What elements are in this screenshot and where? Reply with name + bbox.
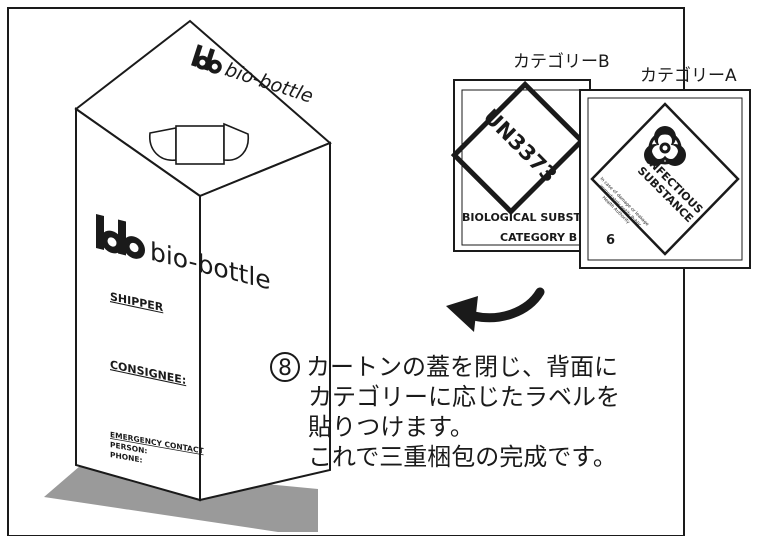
class-number-text: 6: [606, 233, 615, 248]
instruction-line-4: これで三重梱包の完成です。: [308, 443, 617, 471]
bb-logo-icon: [96, 214, 145, 259]
category-b-caption: カテゴリーB: [513, 51, 610, 72]
category-b-line2: CATEGORY B: [500, 231, 577, 244]
category-b-label: UN3373 BIOLOGICAL SUBSTA CATEGORY B: [450, 79, 591, 252]
box-right-face: [199, 141, 331, 502]
bb-logo-icon: [191, 44, 222, 74]
apply-arrow-icon: [446, 287, 545, 332]
diagram-frame: [7, 7, 685, 536]
box-tuck-tab: [149, 122, 249, 165]
instruction-line-1: カートンの蓋を閉じ、背面に: [306, 353, 618, 381]
step-number: 8: [270, 352, 300, 382]
instruction-line-3: 貼りつけます。: [308, 413, 474, 441]
biohazard-icon: [644, 126, 686, 166]
instruction-line-2: カテゴリーに応じたラベルを: [308, 383, 620, 411]
category-b-line1: BIOLOGICAL SUBSTA: [462, 211, 589, 224]
category-a-label: INFECTIOUS SUBSTANCE In case of damage o…: [579, 89, 751, 269]
category-a-caption: カテゴリーA: [640, 65, 737, 86]
